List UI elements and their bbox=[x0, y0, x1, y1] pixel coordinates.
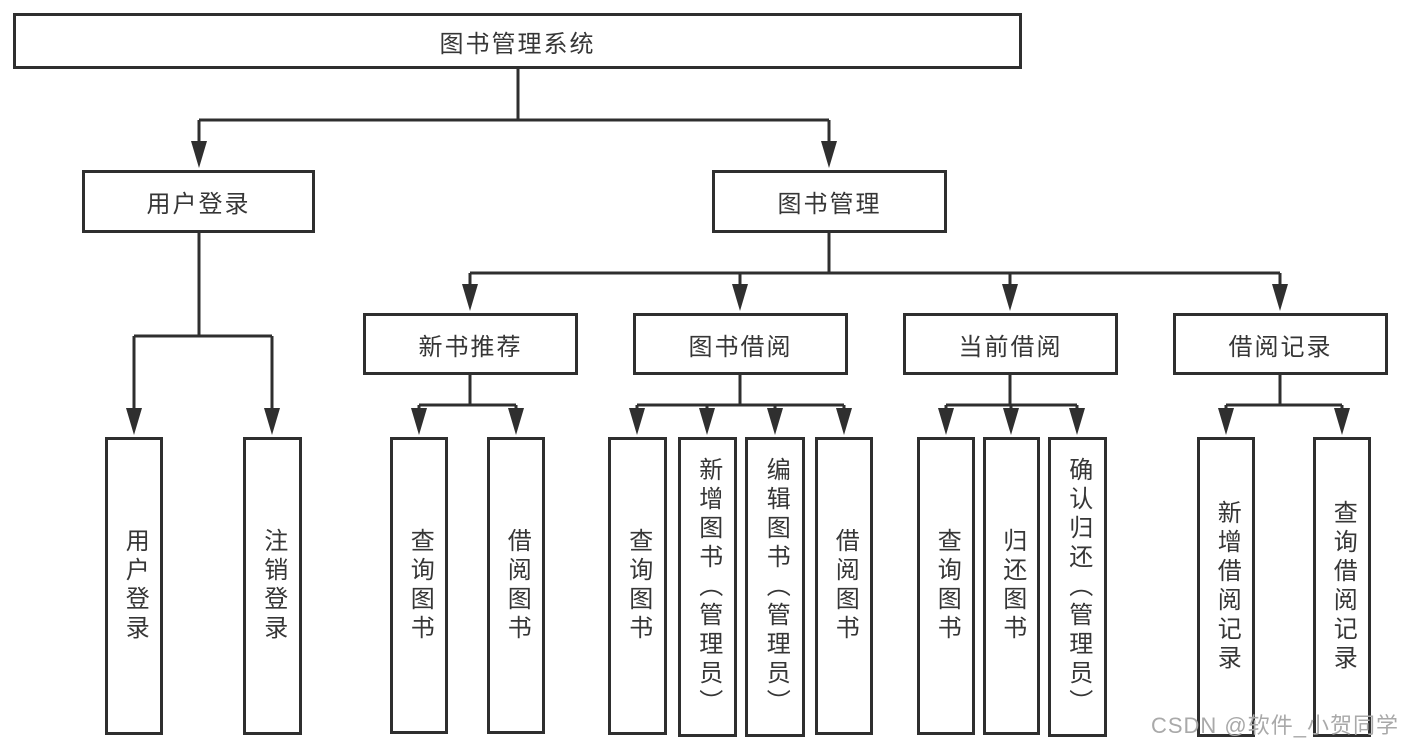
node-root: 图书管理系统 bbox=[13, 13, 1022, 69]
node-current-borrowing: 当前借阅 bbox=[903, 313, 1118, 375]
leaf-confirm-return-admin-label: 确认归还（管理员） bbox=[1064, 456, 1092, 718]
leaf-borrow-books-recommend: 借阅图书 bbox=[487, 437, 545, 734]
node-borrowing-records: 借阅记录 bbox=[1173, 313, 1388, 375]
node-borrowing-records-label: 借阅记录 bbox=[1228, 333, 1333, 361]
leaf-user-login: 用户登录 bbox=[105, 437, 163, 735]
leaf-borrow-books-borrowing: 借阅图书 bbox=[815, 437, 873, 735]
leaf-query-books-borrowing: 查询图书 bbox=[608, 437, 667, 735]
leaf-query-books-borrowing-label: 查询图书 bbox=[624, 528, 652, 644]
node-user-login-label: 用户登录 bbox=[146, 191, 251, 218]
leaf-return-books: 归还图书 bbox=[983, 437, 1040, 735]
leaf-query-books-recommend: 查询图书 bbox=[390, 437, 448, 734]
node-book-management-label: 图书管理 bbox=[777, 191, 882, 218]
leaf-add-borrow-record: 新增借阅记录 bbox=[1197, 437, 1255, 737]
leaf-confirm-return-admin: 确认归还（管理员） bbox=[1048, 437, 1107, 737]
leaf-edit-book-admin-label: 编辑图书（管理员） bbox=[762, 456, 790, 718]
node-user-login: 用户登录 bbox=[82, 170, 315, 233]
leaf-user-login-label: 用户登录 bbox=[121, 528, 149, 644]
node-new-book-recommend-label: 新书推荐 bbox=[418, 333, 523, 361]
leaf-add-book-admin: 新增图书（管理员） bbox=[678, 437, 737, 737]
node-book-borrowing-label: 图书借阅 bbox=[688, 333, 793, 361]
node-book-management: 图书管理 bbox=[712, 170, 947, 233]
leaf-query-borrow-record: 查询借阅记录 bbox=[1313, 437, 1371, 737]
leaf-return-books-label: 归还图书 bbox=[998, 528, 1026, 644]
leaf-logout: 注销登录 bbox=[243, 437, 302, 735]
watermark: CSDN @软件_小贺同学 bbox=[1150, 713, 1399, 738]
leaf-borrow-books-borrowing-label: 借阅图书 bbox=[831, 528, 859, 644]
leaf-query-books-recommend-label: 查询图书 bbox=[406, 527, 434, 644]
leaf-add-borrow-record-label: 新增借阅记录 bbox=[1213, 500, 1241, 674]
node-current-borrowing-label: 当前借阅 bbox=[958, 333, 1063, 361]
leaf-borrow-books-recommend-label: 借阅图书 bbox=[503, 527, 531, 644]
node-new-book-recommend: 新书推荐 bbox=[363, 313, 578, 375]
leaf-edit-book-admin: 编辑图书（管理员） bbox=[745, 437, 805, 737]
leaf-query-books-current: 查询图书 bbox=[917, 437, 975, 735]
leaf-add-book-admin-label: 新增图书（管理员） bbox=[694, 456, 722, 718]
node-root-label: 图书管理系统 bbox=[439, 30, 596, 58]
leaf-query-borrow-record-label: 查询借阅记录 bbox=[1329, 500, 1357, 674]
node-book-borrowing: 图书借阅 bbox=[633, 313, 848, 375]
leaf-logout-label: 注销登录 bbox=[259, 528, 287, 644]
leaf-query-books-current-label: 查询图书 bbox=[933, 528, 961, 644]
